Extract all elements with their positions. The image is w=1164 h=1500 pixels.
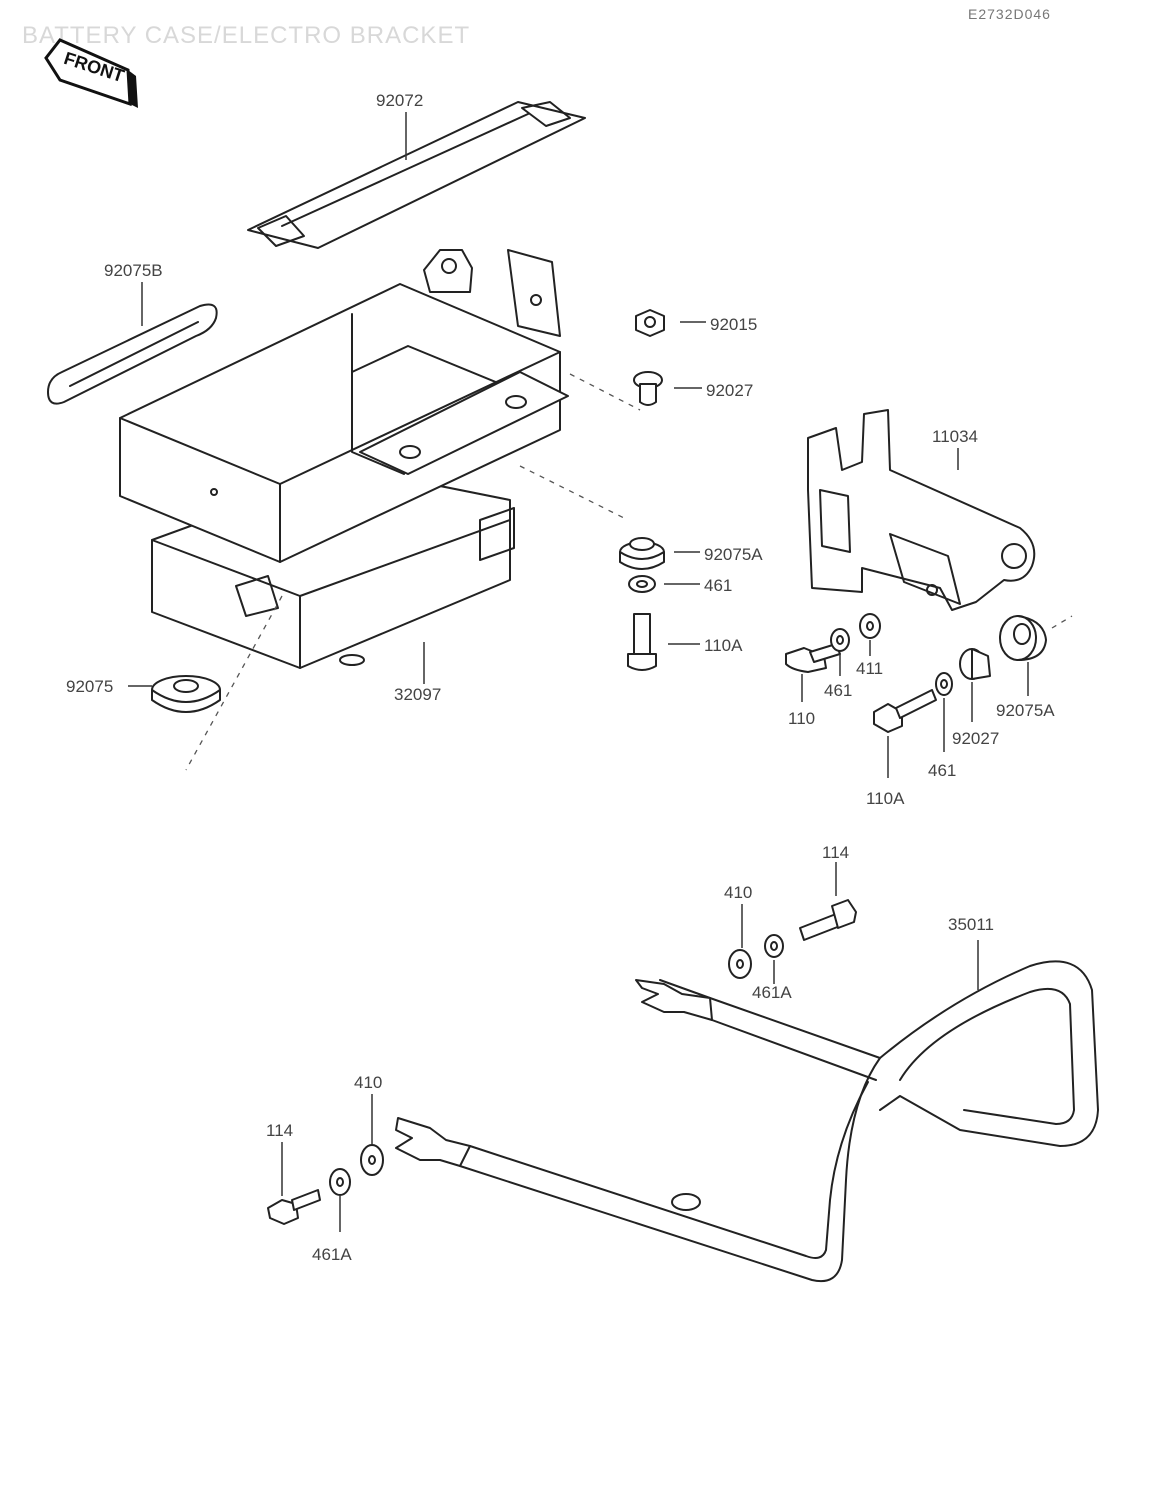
washer-411-part <box>859 613 881 639</box>
label-461A-top: 461A <box>752 983 792 1002</box>
washer-461a-top-part <box>764 934 784 958</box>
bracket-part <box>807 409 1036 611</box>
label-410-top: 410 <box>724 883 752 902</box>
label-114-top: 114 <box>822 843 849 862</box>
battery-case-part <box>119 249 569 669</box>
label-110A: 110A <box>704 636 743 655</box>
washer-410-top-part <box>728 949 752 979</box>
label-92027-top: 92027 <box>706 381 753 400</box>
bolt-110a-part <box>627 613 657 671</box>
label-92015: 92015 <box>710 315 757 334</box>
collar-b-part <box>959 648 991 680</box>
diagram-code: E2732D046 <box>968 6 1051 22</box>
washer-461-part <box>628 575 656 593</box>
label-32097: 32097 <box>394 685 441 704</box>
label-110: 110 <box>788 709 815 728</box>
label-461A-low: 461A <box>312 1245 352 1264</box>
collar-top-part <box>633 371 663 406</box>
label-92027-b: 92027 <box>952 729 999 748</box>
bolt-114-low-part <box>267 1189 321 1225</box>
dash-damper-b <box>1051 615 1073 629</box>
damper-pad-part <box>151 675 221 713</box>
label-92075B: 92075B <box>104 261 163 280</box>
label-461-b: 461 <box>824 681 852 700</box>
washer-410-low-part <box>360 1144 384 1176</box>
label-11034: 11034 <box>932 427 978 446</box>
label-92075: 92075 <box>66 677 113 696</box>
dash-collar <box>569 373 641 411</box>
band-part <box>47 303 218 405</box>
label-461-c: 461 <box>928 761 956 780</box>
label-110A-b: 110A <box>866 789 905 808</box>
label-35011: 35011 <box>948 915 994 934</box>
label-114-low: 114 <box>266 1121 293 1140</box>
damper-a-part <box>619 537 665 570</box>
washer-461a-low-part <box>329 1168 351 1196</box>
washer-461-c-part <box>935 672 953 696</box>
dash-damper <box>519 465 629 521</box>
bolt-114-top-part <box>799 899 857 941</box>
front-arrow-icon: FRONT <box>44 38 138 108</box>
washer-461-b-part <box>830 628 850 652</box>
bolt-110-part <box>785 643 841 673</box>
guard-part <box>395 960 1099 1282</box>
label-92075A: 92075A <box>704 545 763 564</box>
label-92072: 92072 <box>376 91 423 110</box>
label-411: 411 <box>856 659 883 678</box>
damper-a-b-part <box>999 615 1047 661</box>
diagram-title: BATTERY CASE/ELECTRO BRACKET <box>22 22 471 49</box>
label-92075A-b: 92075A <box>996 701 1055 720</box>
bolt-110a-b-part <box>873 689 937 733</box>
label-410-low: 410 <box>354 1073 382 1092</box>
label-461: 461 <box>704 576 732 595</box>
dash-pad <box>185 595 283 771</box>
strap-part <box>247 101 586 249</box>
nut-part <box>635 309 665 337</box>
